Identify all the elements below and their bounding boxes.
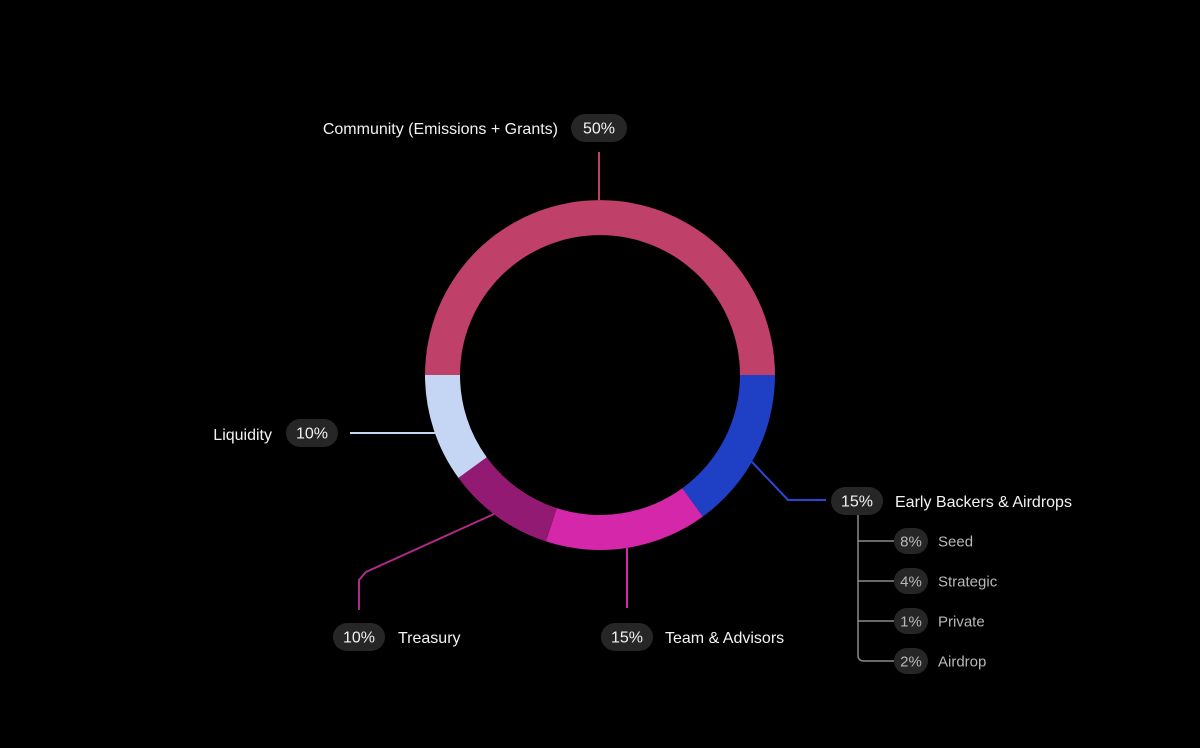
breakdown-label-private: Private (938, 614, 985, 631)
breakdown-pct-pill-private-bg (894, 608, 928, 634)
pct-pill-early-backers-text: 15% (841, 494, 873, 511)
leader-line-early-backers (751, 461, 826, 501)
breakdown-pct-pill-private-text: 1% (900, 614, 922, 631)
breakdown-pct-pill-strategic: 4% (894, 568, 928, 594)
leader-lines (350, 152, 826, 610)
early-backers-breakdown: 8% Seed 4% Strategic 1% Private 2% Airdrop (857, 515, 998, 674)
pct-pill-treasury-text: 10% (343, 630, 375, 647)
pct-pill-early-backers-bg (831, 487, 883, 515)
breakdown-pct-pill-strategic-text: 4% (900, 574, 922, 591)
donut-slice-community-emissions-grants (425, 200, 775, 375)
breakdown-pct-pill-private: 1% (894, 608, 928, 634)
pct-pill-liquidity-bg (286, 419, 338, 447)
label-team-advisors: Team & Advisors (665, 630, 784, 647)
donut-ring (425, 200, 775, 550)
pct-pill-community-bg (571, 114, 627, 142)
donut-slice-treasury (458, 457, 557, 542)
donut-slice-early-backers-airdrops (682, 375, 775, 517)
breakdown-label-airdrop: Airdrop (938, 654, 986, 671)
breakdown-pct-pill-strategic-bg (894, 568, 928, 594)
breakdown-pct-pill-seed-bg (894, 528, 928, 554)
pct-pill-liquidity-text: 10% (296, 426, 328, 443)
pct-pill-team-advisors-text: 15% (611, 630, 643, 647)
label-early-backers: Early Backers & Airdrops (895, 494, 1072, 511)
pct-pill-liquidity: 10% (286, 419, 338, 447)
breakdown-pct-pill-airdrop-bg (894, 648, 928, 674)
breakdown-pct-pill-airdrop: 2% (894, 648, 928, 674)
pct-pill-team-advisors: 15% (601, 623, 653, 651)
breakdown-pct-pill-seed-text: 8% (900, 534, 922, 551)
donut-slice-team-advisors (545, 488, 703, 550)
label-community: Community (Emissions + Grants) (323, 121, 558, 138)
slice-labels: Community (Emissions + Grants) 50% 15% Earl… (213, 114, 1072, 651)
breakdown-label-strategic: Strategic (938, 574, 998, 591)
leader-line-treasury (358, 513, 495, 610)
donut-slice-liquidity (425, 375, 487, 478)
pct-pill-early-backers: 15% (831, 487, 883, 515)
breakdown-pct-pill-airdrop-text: 2% (900, 654, 922, 671)
pct-pill-treasury-bg (333, 623, 385, 651)
pct-pill-community-text: 50% (583, 121, 615, 138)
pct-pill-community: 50% (571, 114, 627, 142)
label-liquidity: Liquidity (213, 427, 272, 444)
breakdown-label-seed: Seed (938, 534, 973, 551)
label-treasury: Treasury (398, 630, 461, 647)
pct-pill-treasury: 10% (333, 623, 385, 651)
breakdown-spine (857, 515, 894, 662)
pct-pill-team-advisors-bg (601, 623, 653, 651)
breakdown-pct-pill-seed: 8% (894, 528, 928, 554)
